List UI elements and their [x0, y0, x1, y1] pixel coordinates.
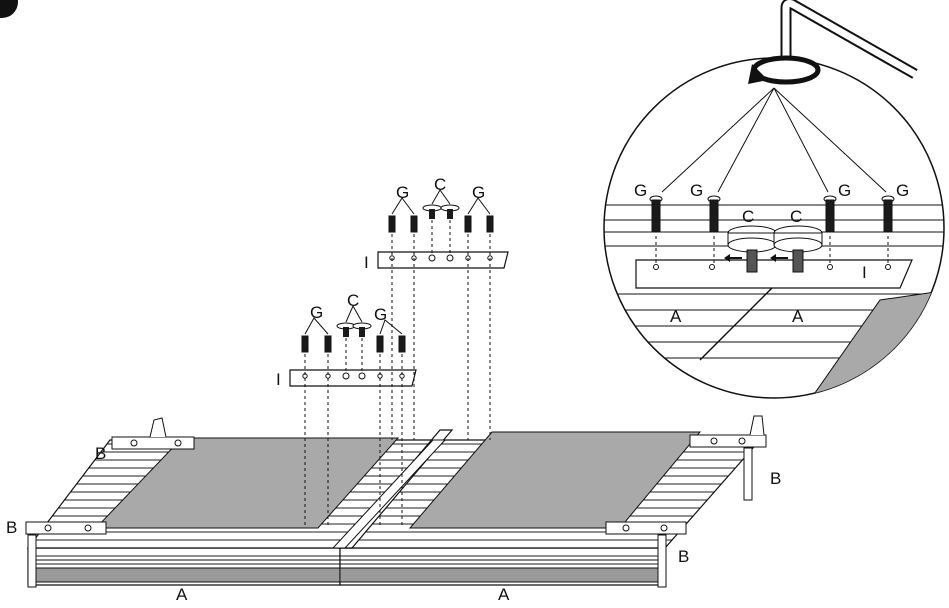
step-number-badge: [0, 0, 18, 18]
cams-C-lower: [336, 322, 372, 337]
bracket-B-top-left: [111, 417, 195, 450]
alignment-dashes: [304, 220, 491, 528]
panel-right: [338, 431, 762, 549]
bed-frame-assembly: [25, 415, 767, 588]
screws-G-lower: [301, 335, 406, 353]
label-C: C: [790, 207, 802, 226]
label-C: C: [347, 291, 359, 310]
label-G: G: [838, 181, 851, 200]
detail-screws-G: [649, 195, 895, 233]
connector-plate-lower: [289, 369, 417, 387]
label-A: A: [498, 585, 510, 603]
label-G: G: [310, 303, 323, 322]
rotate-arrow-icon: [748, 55, 821, 85]
center-seam-rail: [331, 429, 454, 549]
label-B: B: [770, 469, 781, 488]
panel-left: [26, 437, 442, 549]
label-G: G: [374, 305, 387, 324]
hex-key-icon: [780, 0, 918, 79]
detail-arrows: [661, 87, 887, 193]
label-C: C: [742, 207, 754, 226]
label-G: G: [690, 181, 703, 200]
detail-cams-C: [724, 225, 823, 273]
label-G: G: [472, 183, 485, 202]
label-I: I: [276, 370, 281, 389]
part-labels: G C G I G C G I B B B B A A G G G G C C …: [6, 175, 909, 604]
rail-left-A: [27, 547, 341, 586]
label-I: I: [862, 263, 867, 282]
bracket-B-bottom-left: [25, 521, 107, 535]
legs: [27, 447, 753, 588]
label-G: G: [396, 183, 409, 202]
label-A: A: [670, 307, 682, 326]
connector-plate-upper: [377, 251, 509, 269]
label-G: G: [634, 181, 647, 200]
rail-right-A: [339, 547, 666, 586]
label-A: A: [792, 307, 804, 326]
screws-G-upper: [388, 215, 494, 233]
label-I: I: [364, 253, 369, 272]
leader-lines: [304, 189, 491, 335]
label-C: C: [434, 175, 446, 194]
detail-inset: [603, 57, 945, 399]
label-B: B: [6, 518, 17, 537]
bracket-B-bottom-right: [605, 521, 687, 535]
bracket-B-top-right: [689, 415, 767, 448]
label-A: A: [176, 585, 188, 603]
label-G: G: [896, 181, 909, 200]
cams-C-upper: [422, 204, 460, 219]
label-B: B: [678, 547, 689, 566]
label-B: B: [95, 444, 106, 463]
